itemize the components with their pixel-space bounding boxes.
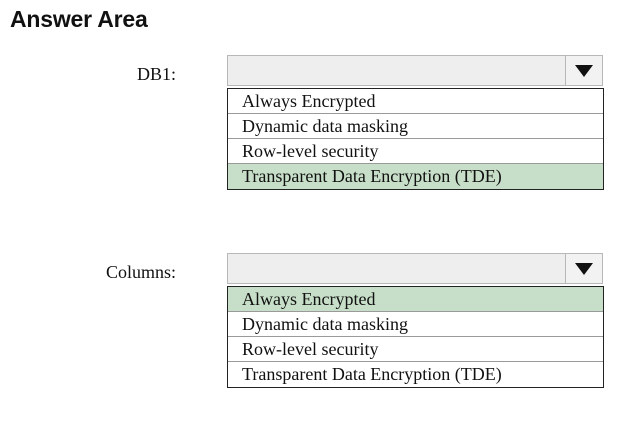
db1-option-always-encrypted[interactable]: Always Encrypted <box>228 89 603 114</box>
columns-dropdown-toggle[interactable] <box>565 254 602 283</box>
columns-option-row-level-security[interactable]: Row-level security <box>228 337 603 362</box>
columns-option-always-encrypted[interactable]: Always Encrypted <box>228 287 603 312</box>
columns-option-tde[interactable]: Transparent Data Encryption (TDE) <box>242 364 502 384</box>
triangle-down-icon <box>575 262 593 275</box>
columns-option-dynamic-data-masking[interactable]: Dynamic data masking <box>228 312 603 337</box>
db1-dropdown[interactable] <box>227 55 603 86</box>
db1-option-dynamic-data-masking[interactable]: Dynamic data masking <box>228 114 603 139</box>
db1-option-row-level-security[interactable]: Row-level security <box>228 139 603 164</box>
db1-options-list: Always Encrypted Dynamic data masking Ro… <box>227 88 604 190</box>
columns-label: Columns: <box>105 262 176 282</box>
triangle-down-icon <box>575 64 593 77</box>
columns-dropdown[interactable] <box>227 253 603 284</box>
db1-label: DB1: <box>136 64 176 84</box>
db1-option-tde[interactable]: Transparent Data Encryption (TDE) <box>228 164 603 189</box>
columns-options-list: Always Encrypted Dynamic data masking Ro… <box>227 286 604 388</box>
db1-dropdown-toggle[interactable] <box>565 56 602 85</box>
answer-area-title: Answer Area <box>10 6 148 32</box>
